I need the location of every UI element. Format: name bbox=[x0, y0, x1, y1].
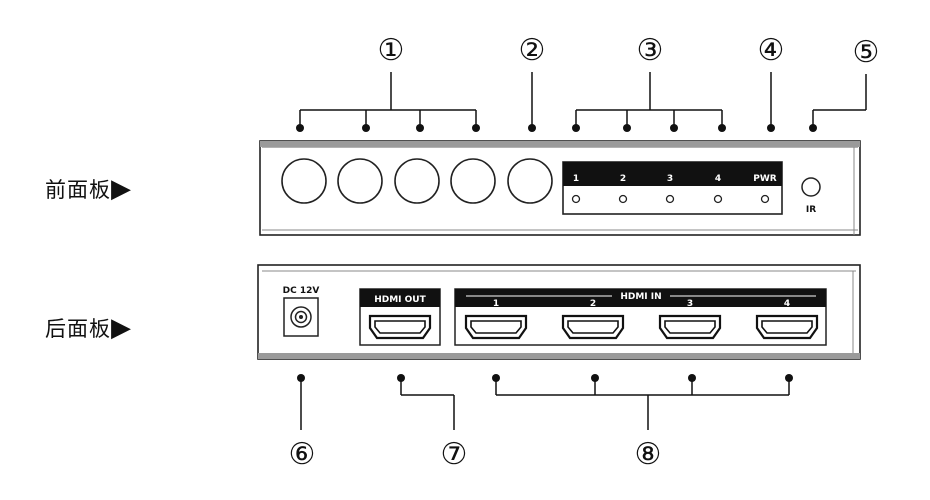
led-4 bbox=[713, 194, 723, 204]
hdmi-in-number-1: 1 bbox=[493, 299, 499, 309]
led-1 bbox=[571, 194, 581, 204]
hdmi-in-port-2[interactable] bbox=[561, 314, 625, 340]
front-leader-lines bbox=[299, 72, 867, 128]
dc-power-jack[interactable] bbox=[283, 297, 319, 337]
front-panel-label: 前面板▶ bbox=[45, 174, 132, 204]
callout-7: ⑦ bbox=[441, 437, 468, 472]
rear-panel: DC 12V HDMI OUT HDMI IN 1 2 3 4 bbox=[257, 264, 861, 360]
callout-2: ② bbox=[519, 33, 546, 68]
rear-panel-label: 后面板▶ bbox=[45, 313, 132, 343]
hdmi-in-number-3: 3 bbox=[687, 299, 693, 309]
hdmi-in-port-1[interactable] bbox=[464, 314, 528, 340]
input-button-2[interactable] bbox=[337, 158, 383, 204]
hdmi-out-label: HDMI OUT bbox=[374, 295, 426, 305]
callout-3: ③ bbox=[637, 33, 664, 68]
led-pwr bbox=[760, 194, 770, 204]
hdmi-in-number-4: 4 bbox=[784, 299, 790, 309]
callout-8: ⑧ bbox=[635, 437, 662, 472]
front-panel: 1 2 3 4 PWR IR bbox=[259, 140, 861, 236]
hdmi-in-label: HDMI IN bbox=[620, 292, 661, 302]
rear-leader-dots bbox=[297, 374, 793, 382]
rear-panel-arrow: ▶ bbox=[111, 313, 132, 343]
callout-4: ④ bbox=[758, 33, 785, 68]
hdmi-in-port-3[interactable] bbox=[658, 314, 722, 340]
hdmi-in-port-4[interactable] bbox=[755, 314, 819, 340]
callout-6: ⑥ bbox=[289, 437, 316, 472]
led-2 bbox=[618, 194, 628, 204]
input-button-3[interactable] bbox=[394, 158, 440, 204]
select-button[interactable] bbox=[507, 158, 553, 204]
front-panel-arrow: ▶ bbox=[111, 174, 132, 204]
callout-5: ⑤ bbox=[853, 35, 880, 70]
dc-label: DC 12V bbox=[283, 286, 320, 296]
ir-sensor bbox=[801, 177, 821, 197]
input-button-4[interactable] bbox=[450, 158, 496, 204]
led-label-3: 3 bbox=[667, 174, 673, 184]
led-label-2: 2 bbox=[620, 174, 626, 184]
callout-1: ① bbox=[378, 33, 405, 68]
ir-label: IR bbox=[806, 205, 816, 215]
led-label-4: 4 bbox=[715, 174, 721, 184]
front-leader-dots bbox=[296, 124, 817, 132]
led-label-1: 1 bbox=[573, 174, 579, 184]
rear-leader-lines bbox=[300, 378, 790, 430]
input-button-1[interactable] bbox=[281, 158, 327, 204]
led-label-pwr: PWR bbox=[753, 174, 777, 184]
led-3 bbox=[665, 194, 675, 204]
hdmi-out-port[interactable] bbox=[368, 314, 432, 340]
hdmi-in-number-2: 2 bbox=[590, 299, 596, 309]
